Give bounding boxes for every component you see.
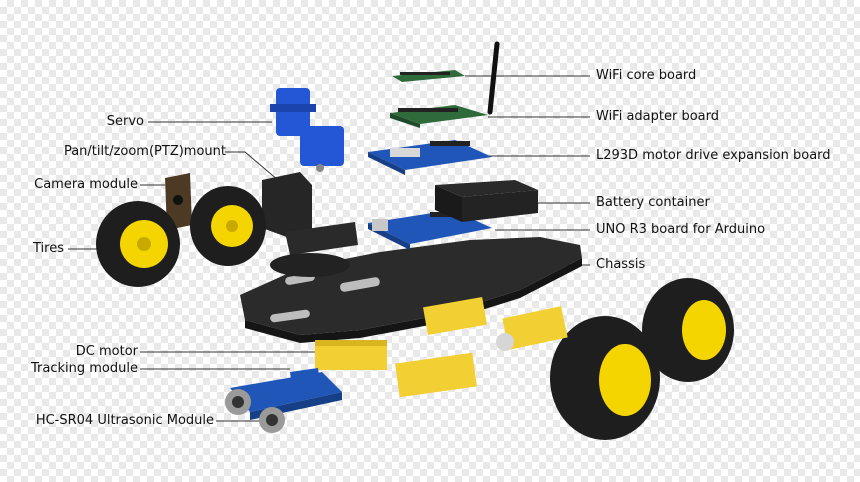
leader-ptz bbox=[225, 151, 279, 181]
dc-motor-1 bbox=[315, 340, 387, 370]
label-camera-module: Camera module bbox=[34, 177, 138, 192]
label-dc-motor: DC motor bbox=[75, 344, 138, 359]
label-ptz-mount: Pan/tilt/zoom(PTZ)mount bbox=[63, 144, 226, 159]
label-tires: Tires bbox=[33, 241, 64, 256]
wifi-adapter-board bbox=[390, 41, 500, 128]
battery-container bbox=[435, 180, 538, 222]
label-tracking-module: Tracking module bbox=[31, 361, 138, 376]
dc-motor-3 bbox=[496, 306, 568, 351]
chassis bbox=[240, 237, 582, 343]
ptz-mount bbox=[262, 172, 358, 277]
label-wifi-adapter-board: WiFi adapter board bbox=[596, 109, 720, 124]
label-chassis: Chassis bbox=[596, 257, 646, 272]
dc-motor-4 bbox=[423, 297, 487, 335]
dc-motor-2 bbox=[395, 352, 477, 398]
tire-left-1 bbox=[96, 201, 180, 287]
label-l293d-board: L293D motor drive expansion board bbox=[596, 148, 831, 163]
tire-right-back bbox=[642, 278, 734, 382]
label-uno-board: UNO R3 board for Arduino bbox=[596, 222, 766, 237]
servo bbox=[270, 88, 344, 172]
label-ultrasonic-module: HC-SR04 Ultrasonic Module bbox=[35, 413, 214, 428]
wifi-core-board bbox=[392, 70, 465, 82]
tire-left-2 bbox=[190, 186, 266, 266]
l293d-board bbox=[368, 140, 492, 175]
label-battery-container: Battery container bbox=[596, 195, 710, 210]
tire-right-front bbox=[550, 316, 660, 440]
label-wifi-core-board: WiFi core board bbox=[596, 68, 697, 83]
ultrasonic-module bbox=[225, 372, 342, 433]
label-servo: Servo bbox=[106, 114, 144, 129]
camera-module bbox=[165, 173, 192, 230]
